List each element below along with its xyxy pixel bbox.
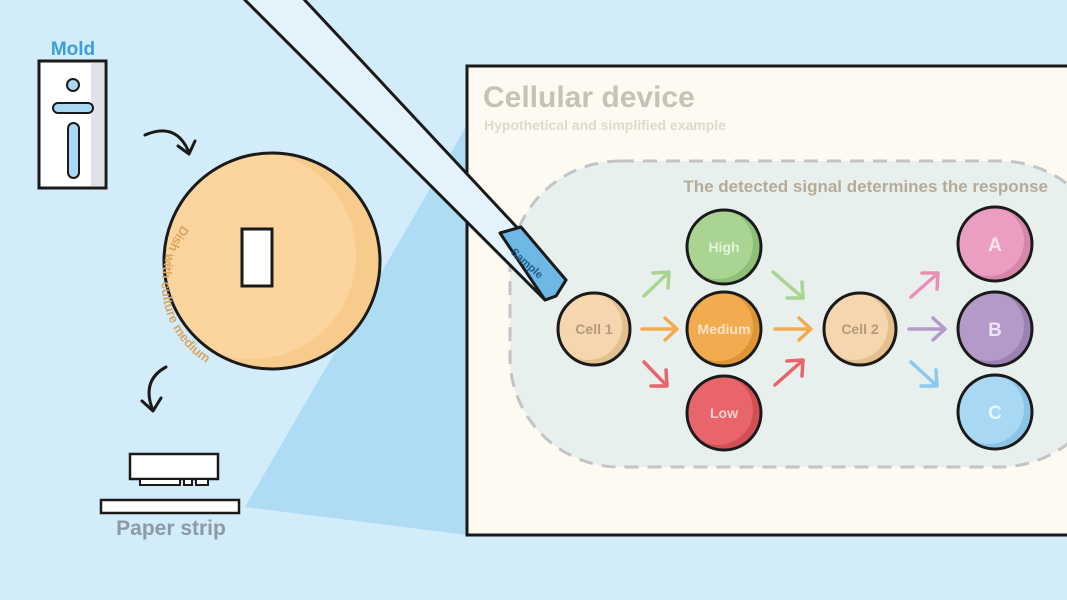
pipette: Sample	[242, 0, 568, 302]
device-subtitle: Hypothetical and simplified example	[484, 117, 726, 133]
arrow-high-to-cell2	[771, 270, 805, 300]
cell-2-label: Cell 2	[841, 321, 879, 337]
paper-strip	[99, 498, 241, 515]
arrow-cell1-to-high	[642, 270, 671, 298]
high-label: High	[708, 239, 739, 255]
signal-region	[508, 159, 1067, 469]
response-a-label: A	[988, 235, 1002, 256]
medium-node: Medium	[685, 290, 763, 368]
arrow-cell2-to-b	[907, 316, 947, 342]
response-c-node: C	[956, 373, 1034, 451]
mold-label: Mold	[51, 39, 95, 60]
paper-strip-assembly	[99, 452, 241, 515]
arrow-cell1-to-low	[642, 360, 669, 388]
mold-to-dish-arrow	[143, 129, 197, 156]
pipette-sample-fill	[498, 225, 568, 302]
arrow-cell1-to-medium	[640, 316, 679, 342]
mold	[37, 59, 108, 190]
culture-dish: Dish with culture medium	[159, 151, 382, 371]
arrow-cell2-to-a	[909, 271, 940, 299]
device-title: Cellular device	[483, 81, 695, 114]
arrow-low-to-cell2	[773, 358, 805, 387]
response-b-node: B	[956, 290, 1034, 368]
response-c-label: C	[988, 403, 1002, 424]
cell-2-node: Cell 2	[822, 291, 898, 367]
flow-caption: The detected signal determines the respo…	[683, 177, 1048, 196]
cell-1-label: Cell 1	[575, 321, 613, 337]
high-node: High	[685, 208, 763, 286]
dish-strip-slot	[240, 227, 274, 288]
cell-1-node: Cell 1	[556, 291, 632, 367]
low-label: Low	[710, 405, 738, 421]
arrow-medium-to-cell2	[773, 316, 813, 342]
low-node: Low	[685, 374, 763, 452]
response-a-node: A	[956, 205, 1034, 283]
response-b-label: B	[988, 320, 1002, 341]
medium-label: Medium	[698, 321, 751, 337]
dish-to-strip-arrow	[140, 365, 168, 413]
arrow-cell2-to-c	[909, 360, 939, 388]
paper-strip-label: Paper strip	[116, 517, 226, 540]
